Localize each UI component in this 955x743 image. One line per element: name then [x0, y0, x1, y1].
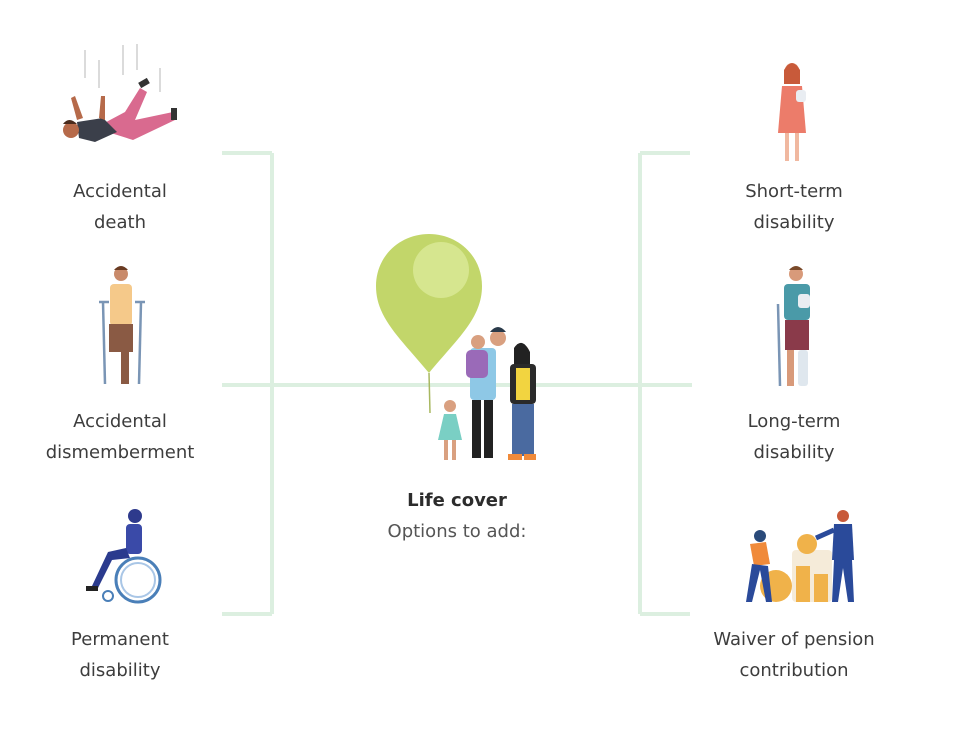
option-short-term-disability: Short-term disability	[684, 176, 904, 238]
pension-coins-icon	[746, 510, 854, 602]
falling-person-icon	[63, 44, 177, 142]
option-line1: Short-term	[745, 181, 843, 202]
option-line2: disability	[79, 660, 161, 681]
option-line1: Accidental	[73, 181, 167, 202]
sling-arm-person-icon	[778, 63, 806, 161]
option-line2: contribution	[739, 660, 849, 681]
wheelchair-person-icon	[86, 509, 162, 604]
option-line2: disability	[753, 442, 835, 463]
option-line1: Accidental	[73, 411, 167, 432]
option-line2: dismemberment	[45, 442, 195, 463]
crutches-person-icon	[99, 266, 145, 385]
option-permanent-disability: Permanent disability	[10, 624, 230, 686]
option-line1: Long-term	[747, 411, 841, 432]
option-line1: Permanent	[71, 629, 169, 650]
option-long-term-disability: Long-term disability	[684, 406, 904, 468]
option-accidental-death: Accidental death	[10, 176, 230, 238]
option-accidental-dismemberment: Accidental dismemberment	[10, 406, 230, 468]
option-line2: disability	[753, 212, 835, 233]
center-subtitle: Options to add:	[387, 521, 527, 542]
family-balloon-icon	[376, 234, 536, 460]
center-title: Life cover	[407, 490, 507, 511]
option-line2: death	[94, 212, 146, 233]
option-waiver-of-pension: Waiver of pension contribution	[684, 624, 904, 686]
leg-cast-person-icon	[776, 266, 810, 387]
option-line1: Waiver of pension	[713, 629, 875, 650]
